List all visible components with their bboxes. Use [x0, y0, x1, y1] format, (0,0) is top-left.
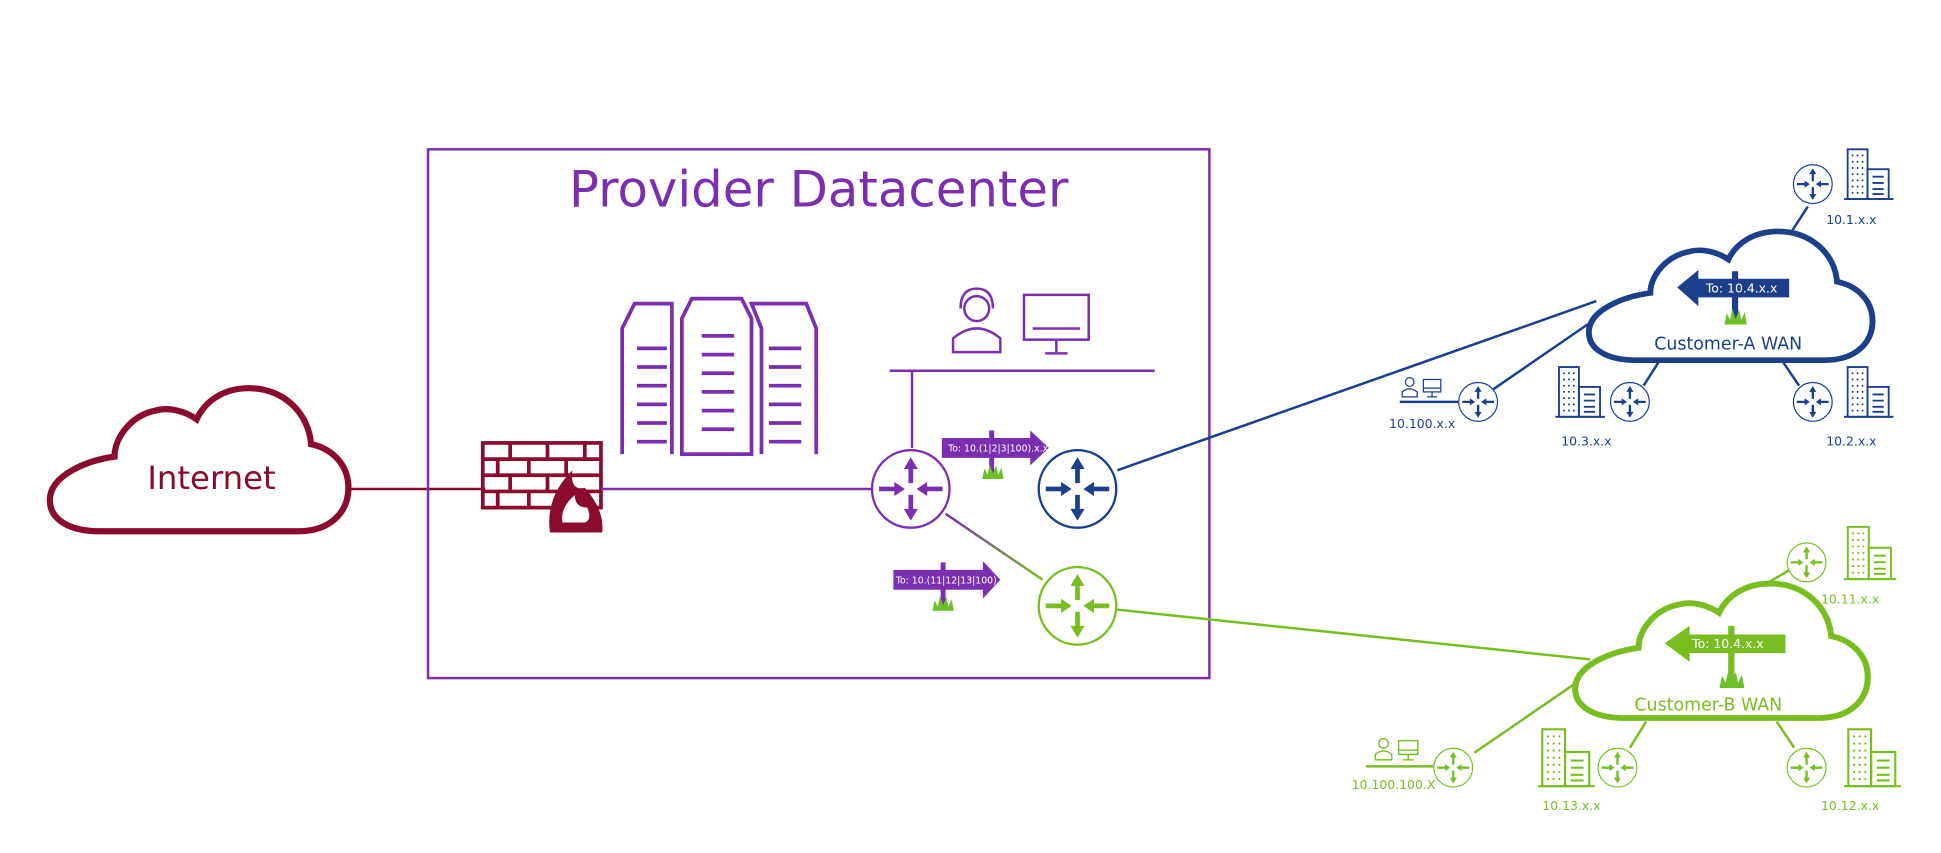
branch-router-icon[interactable] [1609, 381, 1651, 423]
customer-a-route-sign: To: 10.4.x.x [1677, 269, 1790, 325]
datacenter-title: Provider Datacenter [569, 161, 1069, 219]
customer-a-label: Customer-A WAN [1654, 335, 1802, 355]
branch-router-icon[interactable] [1457, 381, 1499, 423]
customer-b-sign-text: To: 10.4.x.x [1691, 636, 1764, 651]
datacenter-box [426, 148, 1211, 680]
route-sign-b: To: 10.(11|12|13|100).x.x [893, 561, 1014, 611]
route-sign-a: To: 10.(1|2|3|100).x.x [941, 430, 1049, 480]
user-workstation-icon [1401, 376, 1442, 398]
customer-a-sign-text: To: 10.4.x.x [1705, 280, 1778, 295]
core-to-b-link [944, 512, 1044, 581]
branch-router-icon[interactable] [1596, 747, 1639, 789]
branch-router-icon[interactable] [1432, 747, 1474, 789]
user-workstation-icon [1374, 737, 1419, 761]
building-icon [1843, 148, 1894, 200]
branch-label: 10.3.x.x [1561, 433, 1611, 448]
route-sign-b-text: To: 10.(11|12|13|100).x.x [895, 576, 1014, 587]
monitor-icon [1022, 293, 1090, 355]
building-icon [1843, 525, 1897, 581]
building-icon [1537, 728, 1596, 788]
branch-label: 10.13.x.x [1542, 798, 1600, 813]
server-buildings-icon [620, 296, 819, 456]
branch-label: 10.12.x.x [1821, 798, 1879, 813]
building-icon [1555, 366, 1606, 418]
branch-router-icon[interactable] [1785, 747, 1828, 789]
branch-label: 10.1.x.x [1826, 212, 1876, 227]
branch-label: 10.100.x.x [1389, 416, 1455, 431]
customer-b-route-sign: To: 10.4.x.x [1664, 625, 1786, 689]
internet-cloud: Internet [50, 388, 349, 531]
route-sign-a-text: To: 10.(1|2|3|100).x.x [947, 444, 1049, 455]
building-icon [1843, 366, 1894, 418]
branch-label: 10.100.100.X [1352, 777, 1436, 792]
branch-router-icon[interactable] [1786, 541, 1828, 583]
building-icon [1843, 728, 1902, 788]
firewall-icon [480, 441, 603, 533]
branch-router-icon[interactable] [1792, 163, 1834, 205]
b-uplink [1117, 608, 1591, 661]
core-router-icon[interactable] [872, 450, 950, 528]
branch-router-icon[interactable] [1792, 381, 1834, 423]
customer-b-edge-router-icon[interactable] [1039, 567, 1117, 645]
branch-label: 10.2.x.x [1826, 433, 1876, 448]
branch-label: 10.11.x.x [1821, 591, 1879, 606]
customer-a-edge-router-icon[interactable] [1039, 450, 1117, 528]
operator-icon [951, 287, 1002, 354]
a-uplink [1116, 299, 1597, 472]
internet-label: Internet [147, 459, 275, 497]
customer-b-label: Customer-B WAN [1634, 695, 1782, 715]
